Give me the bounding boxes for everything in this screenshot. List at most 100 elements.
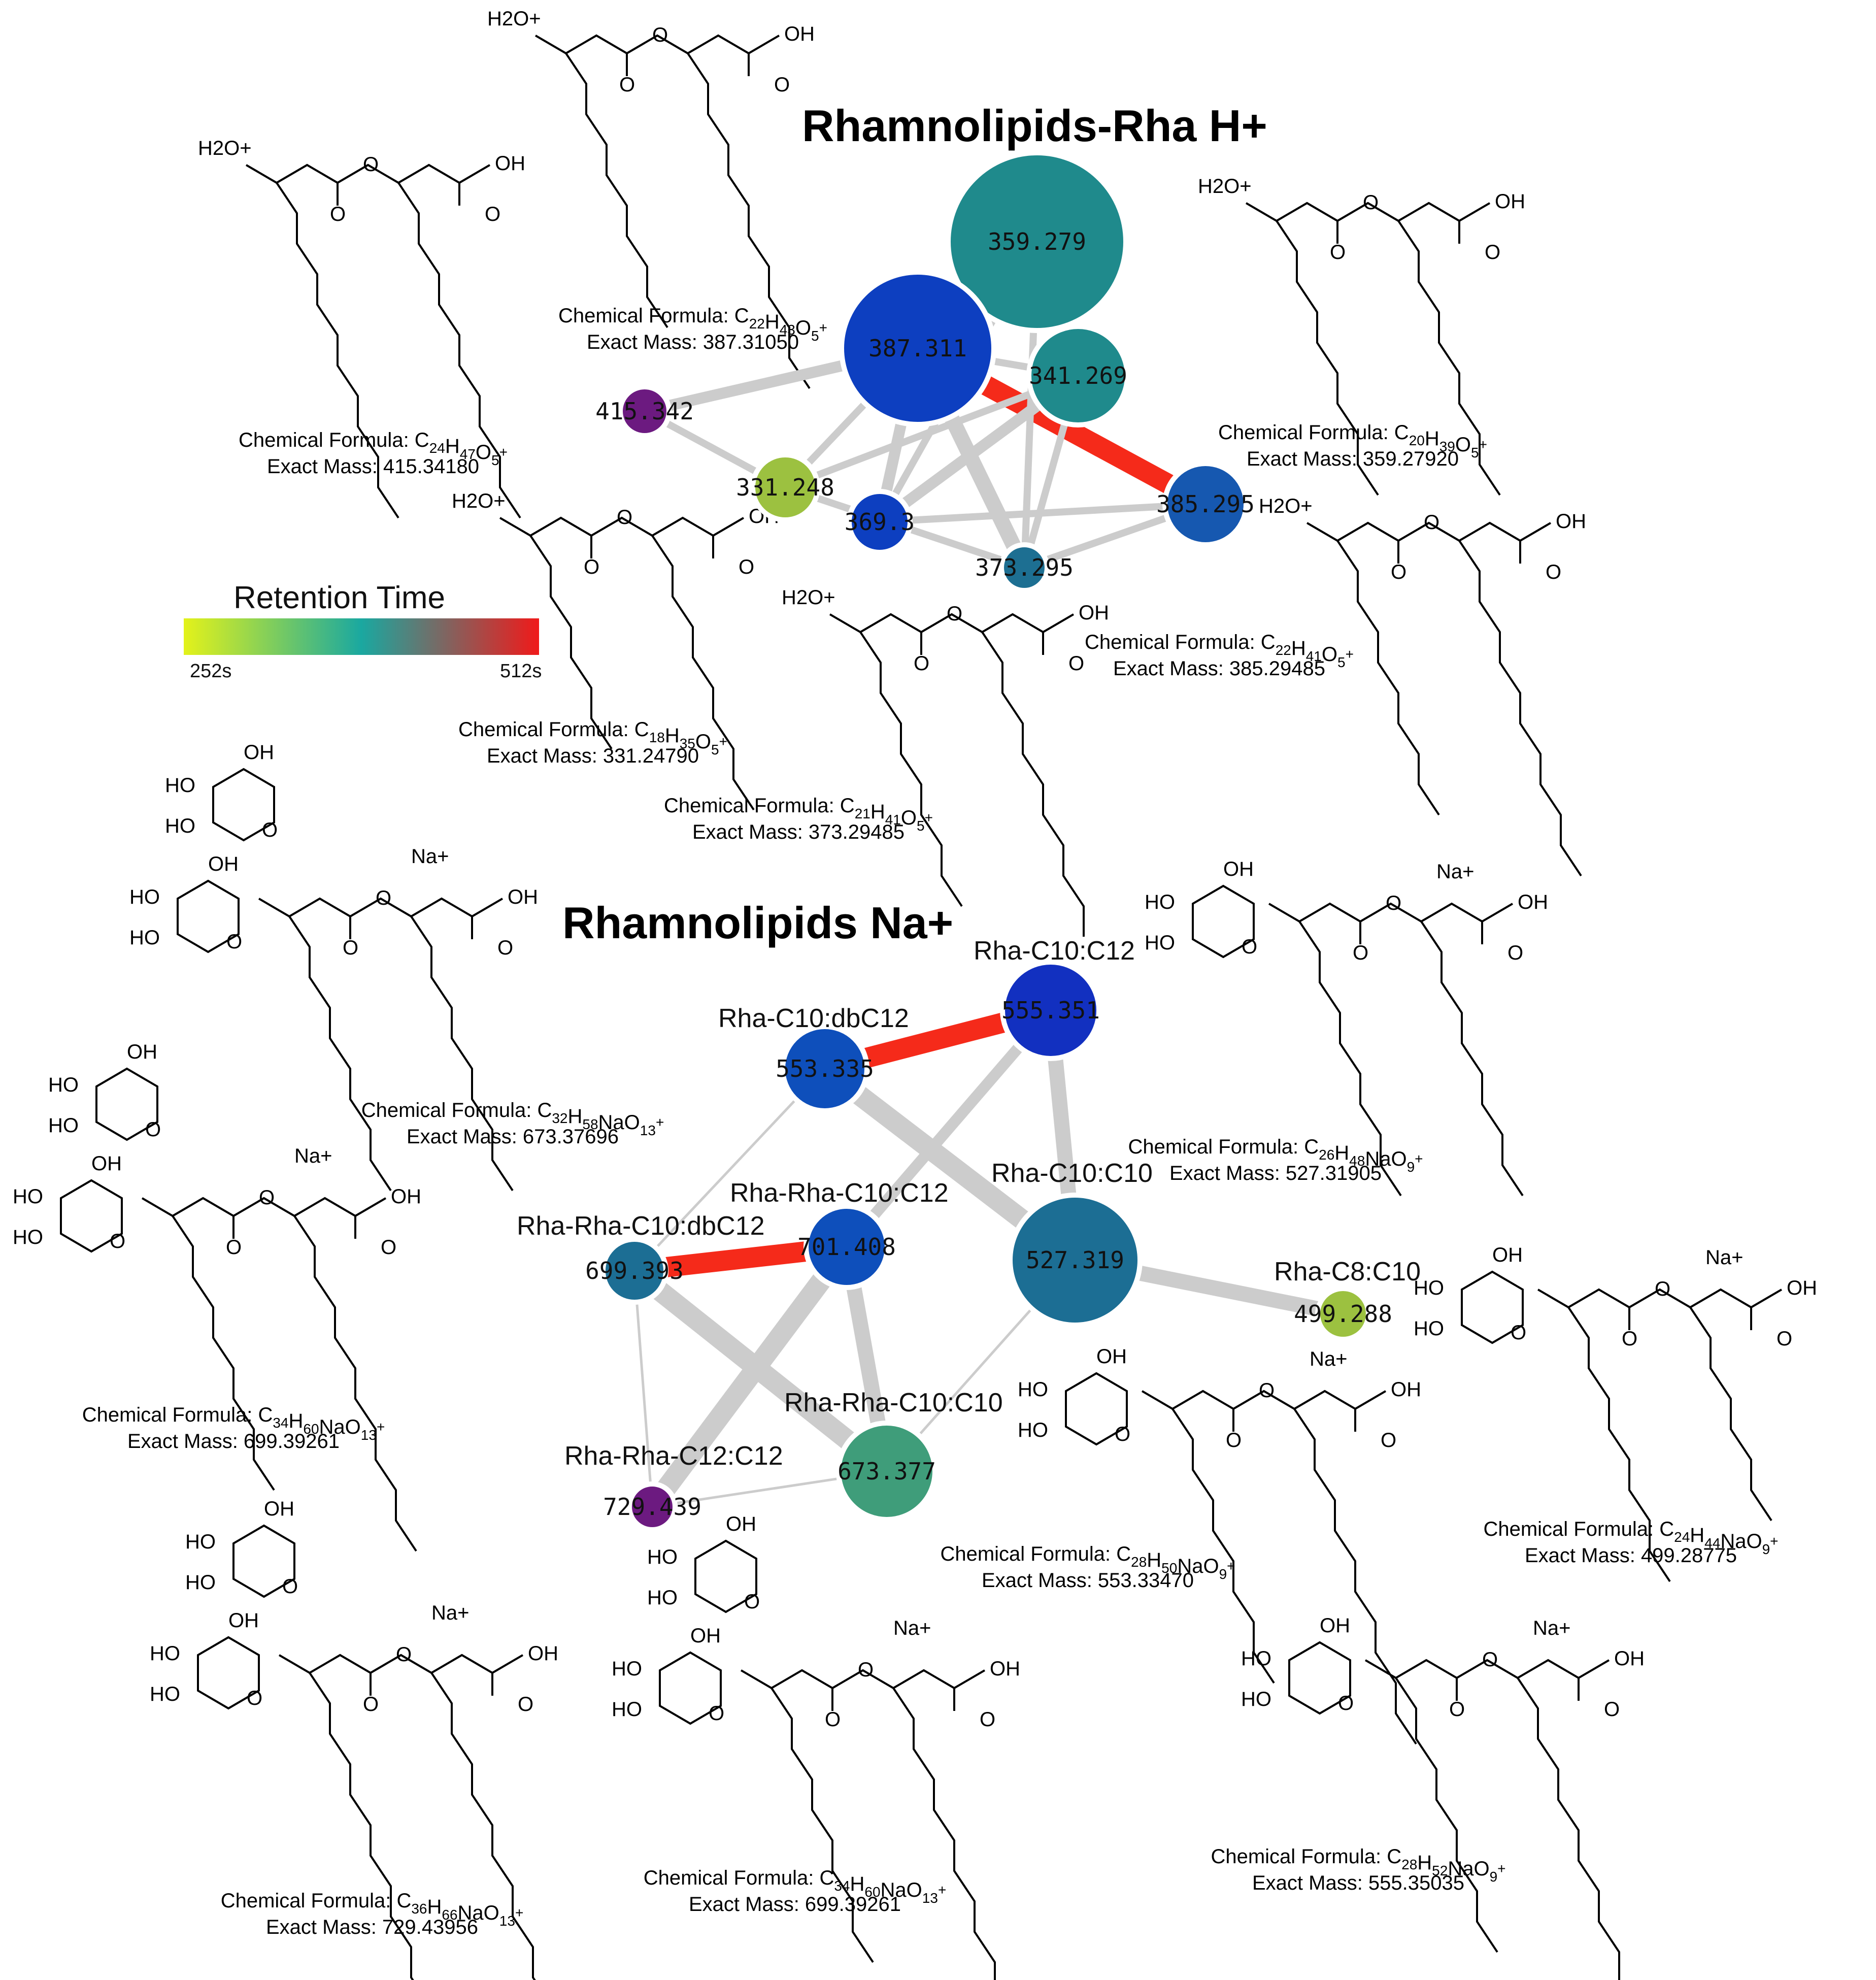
atom-label: O [1449,1698,1465,1721]
node-circle[interactable] [847,489,913,555]
atom-label: O [1226,1429,1242,1451]
node-circle[interactable] [803,1204,890,1290]
lipid-backbone [740,1669,986,1690]
retention-time-legend: Retention Time 252s 512s [184,580,542,682]
atom-label: HO [185,1531,216,1553]
atom-label: O [1777,1328,1792,1350]
atom-label: O [1363,191,1379,214]
atom-label: HO [1018,1378,1048,1401]
atom-label: O [1353,942,1368,964]
node-mz-label: 373.295 [975,554,1074,581]
node-circle[interactable] [1026,324,1130,427]
node-mz-label: 699.393 [585,1257,684,1284]
atom-label: O [518,1693,533,1715]
node-mz-label: 385.295 [1156,490,1255,518]
alkyl-chain [1567,1306,1671,1582]
node-circle[interactable] [836,1421,937,1522]
legend-title: Retention Time [233,580,445,615]
node-mz-label: 553.335 [776,1055,874,1082]
node-circle[interactable] [618,384,672,438]
atom-label: H2O+ [452,490,506,512]
atom-label: HO [1414,1277,1444,1299]
atom-label: OH [784,23,815,45]
node-359.279[interactable]: 359.279 [946,150,1128,333]
alkyl-chain [172,1215,275,1491]
node-circle[interactable] [627,1481,678,1532]
node-circle[interactable] [839,270,996,427]
alkyl-chain [651,535,755,811]
atom-label: O [1546,561,1561,583]
atom-label: HO [612,1658,642,1680]
sugar-ring [1192,884,1255,959]
formula-text: Chemical Formula: C18H35O5+ [458,718,727,757]
node-387.311[interactable]: 387.311 [839,270,996,427]
exact-mass-text: Exact Mass: 673.37696 [407,1126,619,1148]
node-circle[interactable] [750,452,820,522]
atom-label: OH [528,1642,558,1665]
node-369.3[interactable]: 369.3 [845,489,915,555]
atom-label: HO [647,1546,678,1568]
node-circle[interactable] [999,542,1050,593]
atom-label: Na+ [1533,1617,1571,1639]
node-circle[interactable] [1315,1286,1371,1342]
node-circle[interactable] [1008,1193,1143,1328]
atom-label: HO [612,1698,642,1721]
node-mz-label: 331.248 [736,474,834,501]
formula-text: Chemical Formula: C32H58NaO13+ [361,1099,664,1138]
sugar-ring [659,1651,722,1725]
sugar-ring [1065,1372,1128,1446]
node-circle[interactable] [1162,461,1249,547]
formula-text: Chemical Formula: C22H43O5+ [558,305,827,344]
atom-label: O [1381,1429,1396,1451]
node-415.342[interactable]: 415.342 [595,384,694,438]
atom-label: O [145,1118,161,1141]
atom-label: OH [1096,1345,1127,1368]
node-341.269[interactable]: 341.269 [1026,324,1130,427]
node-circle[interactable] [946,150,1128,333]
node-circle[interactable] [780,1024,869,1113]
lipid-backbone [141,1197,387,1217]
atom-label: O [363,153,379,176]
sugar-ring [1461,1270,1524,1344]
node-mz-label: 341.269 [1029,362,1127,389]
atom-label: HO [129,927,160,949]
alkyl-chain [1420,920,1524,1197]
atom-label: OH [127,1041,157,1063]
atom-label: HO [129,886,160,908]
node-circle[interactable] [600,1237,668,1305]
atom-label: O [652,24,668,46]
node-mz-label: 369.3 [845,508,915,536]
exact-mass-text: Exact Mass: 729.43956 [266,1916,478,1938]
legend-max-label: 512s [500,661,542,682]
node-331.248[interactable]: 331.248 [736,452,834,522]
legend-min-label: 252s [190,661,231,682]
exact-mass-text: Exact Mass: 415.34180 [267,455,479,478]
atom-label: OH [264,1498,294,1520]
exact-mass-text: Exact Mass: 387.31050 [587,331,799,353]
node-373.295[interactable]: 373.295 [975,542,1074,593]
atom-label: HO [165,815,195,837]
node-385.295[interactable]: 385.295 [1156,461,1255,547]
atom-label: HO [165,774,195,797]
formula-text: Chemical Formula: C28H52NaO9+ [1211,1845,1505,1885]
lipid-backbone [829,613,1075,634]
node-mz-label: 555.351 [1001,997,1100,1024]
node-mz-label: 729.439 [603,1493,701,1521]
node-circle[interactable] [1000,960,1101,1061]
atom-label: O [376,887,391,909]
atom-label: O [226,1236,242,1259]
atom-label: HO [1145,891,1175,913]
